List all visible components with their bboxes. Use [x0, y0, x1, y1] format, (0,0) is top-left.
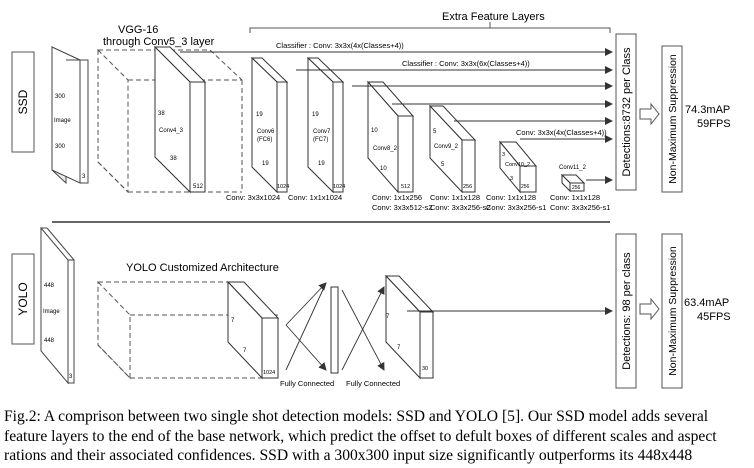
conv9-2-w: 5: [441, 162, 445, 168]
conv8-2-c: 512: [401, 184, 410, 190]
ssd-nms-arrow: [639, 102, 660, 126]
conv11-2-block: [560, 173, 586, 193]
vgg-title-line2: through Conv5_3 layer: [103, 36, 215, 48]
yolo-nms-arrow: [639, 297, 660, 321]
conv11-2-op-label2: Conv: 3x3x256-s1: [550, 203, 610, 212]
yolo-side-label-box: YOLO: [11, 253, 35, 345]
architecture-diagram: SSD 300 Image 300 3 VGG-16 through Conv5…: [11, 11, 731, 389]
yolo-out-w: 7: [397, 345, 401, 351]
ssd-map: 74.3mAP: [685, 104, 730, 116]
conv4-3-c: 512: [193, 184, 204, 190]
yolo-fps: 45FPS: [697, 311, 731, 323]
ssd-image-w: 300: [55, 144, 66, 150]
yolo-nms-label: Non-Maximum Suppression: [667, 246, 679, 376]
fc2-label: Fully Connected: [346, 379, 400, 388]
yolo-side-label: YOLO: [16, 282, 30, 315]
conv7-c: 1024: [333, 184, 345, 190]
conv7-label1: Conv7: [313, 129, 331, 135]
ssd-nms-box: Non-Maximum Suppression: [661, 45, 683, 193]
conv8-2-op-label1: Conv: 1x1x256: [372, 193, 422, 202]
conv4-3-block: [153, 45, 207, 194]
conv7-block: [306, 56, 345, 194]
conv9-2-op-label1: Conv: 1x1x128: [430, 193, 480, 202]
conv7-h: 19: [312, 112, 319, 118]
yolo-output-block: [384, 274, 435, 380]
conv10-2-op-label2: Conv: 3x3x256-s1: [486, 203, 546, 212]
conv6-label2: (FC6): [257, 137, 272, 143]
yolo-nms-box: Non-Maximum Suppression: [661, 233, 683, 389]
vgg-title-line1: VGG-16: [118, 24, 158, 36]
ssd-input-image: 300 Image 300 3: [51, 45, 89, 185]
conv7-label2: (FC7): [313, 137, 328, 143]
ssd-side-label: SSD: [16, 89, 30, 114]
fc-crossing-lines: [285, 282, 385, 371]
yolo-feature-block: [226, 280, 280, 380]
conv9-2-op-label2: Conv: 3x3x256-s2: [430, 203, 490, 212]
yolo-map: 63.4mAP: [684, 297, 729, 309]
extra-feature-layers-label: Extra Feature Layers: [442, 11, 545, 23]
conv6-c: 1024: [277, 184, 289, 190]
yolo-feat-h: 7: [231, 318, 235, 324]
conv7-op-label: Conv: 1x1x1024: [288, 193, 342, 202]
classifier-low-label: Conv: 3x3x(4x(Classes+4)): [516, 128, 607, 137]
yolo-feat-c: 1024: [263, 370, 275, 376]
conv10-2-h: 3: [502, 152, 505, 158]
conv10-2-label: Conv10_2: [505, 162, 530, 168]
conv4-3-label: Conv4_3: [159, 128, 184, 134]
conv10-2-c: 256: [521, 184, 530, 190]
conv9-2-label: Conv9_2: [434, 144, 459, 150]
conv4-3-h: 38: [158, 111, 165, 117]
fc-layer-bar: [330, 286, 339, 374]
conv10-2-op-label1: Conv: 1x1x128: [486, 193, 536, 202]
conv10-2-block: [498, 140, 538, 194]
yolo-input-image: [40, 226, 75, 385]
yolo-image-c: 3: [69, 374, 73, 380]
conv8-2-w: 10: [380, 166, 387, 172]
yolo-feat-w: 7: [243, 348, 247, 354]
conv4-3-w: 38: [170, 156, 177, 162]
conv11-2-label: Conv11_2: [559, 165, 587, 171]
yolo-detections-box: Detections: 98 per class: [615, 233, 637, 389]
ssd-image-label: Image: [54, 118, 71, 124]
fc1-label: Fully Connected: [280, 379, 334, 388]
ssd-nms-label: Non-Maximum Suppression: [667, 54, 679, 184]
ssd-detections-label: Detections:8732 per Class: [621, 47, 633, 177]
yolo-out-c: 30: [422, 366, 428, 372]
yolo-detections-label: Detections: 98 per class: [621, 252, 633, 370]
conv6-w: 19: [262, 161, 269, 167]
conv9-2-c: 256: [463, 184, 472, 190]
classifier-mid-label: Classifier : Conv: 3x3x(6x(Classes+4)): [402, 59, 530, 68]
conv10-2-w: 3: [510, 176, 513, 182]
conv6-block: [250, 56, 289, 194]
conv8-2-label: Conv8_2: [373, 146, 398, 152]
ssd-detections-box: Detections:8732 per Class: [615, 33, 637, 191]
conv8-2-op-label2: Conv: 3x3x512-s2: [372, 203, 432, 212]
classifier-top-label: Classifier : Conv: 3x3x(4x(Classes+4)): [276, 41, 404, 50]
yolo-image-h: 448: [44, 283, 55, 289]
conv6-op-label: Conv: 3x3x1024: [226, 193, 280, 202]
yolo-image-label: Image: [43, 309, 60, 315]
conv7-w: 19: [318, 161, 325, 167]
conv6-label1: Conv6: [257, 129, 275, 135]
conv11-2-op-label1: Conv: 1x1x128: [550, 193, 600, 202]
ssd-image-c: 3: [82, 174, 86, 180]
yolo-image-w: 448: [44, 338, 55, 344]
extra-feature-layers-bracket: [249, 22, 611, 33]
ssd-image-h: 300: [55, 94, 66, 100]
yolo-out-h: 7: [386, 314, 390, 320]
conv8-2-h: 10: [371, 128, 378, 134]
conv6-h: 19: [256, 112, 263, 118]
figure-caption: Fig.2: A comprison between two single sh…: [4, 408, 717, 464]
conv8-2-block: [366, 80, 415, 194]
ssd-fps: 59FPS: [697, 118, 731, 130]
ssd-side-label-box: SSD: [11, 51, 35, 153]
yolo-custom-title: YOLO Customized Architecture: [126, 262, 279, 274]
ssd-classifier-arrows: [180, 48, 613, 184]
conv9-2-block: [428, 104, 477, 194]
conv11-2-c: 256: [572, 185, 581, 191]
conv9-2-h: 5: [433, 129, 437, 135]
